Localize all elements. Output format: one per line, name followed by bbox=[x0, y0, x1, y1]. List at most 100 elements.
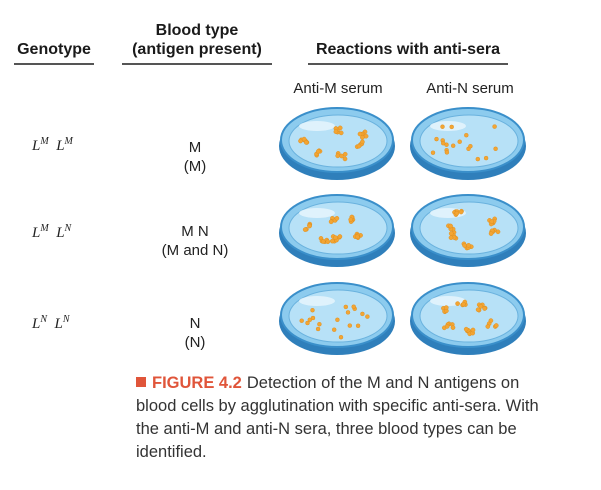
reactions-header-rule bbox=[308, 63, 508, 65]
blood-type-row-2-type: M N bbox=[181, 223, 209, 240]
blood-type-row-1: M (M) bbox=[125, 138, 265, 176]
petri-dish-r2-anti-m-clump-2-cell-4 bbox=[320, 239, 326, 244]
petri-dish-r2-anti-n-clump-0-cell-5 bbox=[488, 231, 494, 236]
petri-dish-r1-anti-m-clump-0-cell-3 bbox=[356, 143, 362, 149]
reactions-header-label: Reactions with anti-sera bbox=[315, 41, 501, 58]
petri-dish-r1-anti-n-cell-6 bbox=[430, 150, 436, 155]
petri-dish-r3-anti-n-clump-3-cell-4 bbox=[443, 305, 449, 310]
genotype-header-label: Genotype bbox=[17, 41, 91, 58]
petri-dish-r3-anti-n-clump-4-cell-1 bbox=[455, 301, 460, 306]
petri-dish-r2-anti-n-clump-4-cell-5 bbox=[454, 210, 460, 216]
petri-dish-r3-anti-n-clump-0-cell-4 bbox=[493, 323, 499, 328]
petri-dish-r3-anti-m-cell-0 bbox=[360, 311, 365, 317]
petri-dish-r3-anti-n-clump-4-cell-4 bbox=[461, 301, 466, 307]
petri-dish-r1-anti-m-clump-1-cell-3 bbox=[335, 153, 341, 159]
petri-dish-r3-anti-m-cell-1 bbox=[305, 320, 310, 326]
petri-dish-r2-anti-m-clump-1-cell-4 bbox=[337, 234, 343, 239]
petri-dish-r1-anti-m-clump-1-cell-4 bbox=[342, 151, 348, 157]
petri-dish-r1-anti-m-clump-4-cell-4 bbox=[333, 129, 339, 134]
petri-dish-r1-anti-n-cell-12 bbox=[464, 132, 469, 138]
petri-dish-r3-anti-m-cell-4 bbox=[317, 322, 322, 327]
petri-dish-r2-anti-n-clump-1-cell-4 bbox=[462, 243, 467, 248]
petri-dish-r3-anti-n-clump-5-cell-4 bbox=[478, 304, 484, 309]
petri-dish-r1-anti-m-highlight bbox=[299, 121, 335, 131]
petri-dish-r3-anti-m-cell-2 bbox=[355, 323, 361, 328]
petri-dish-r3-anti-n-clump-5-cell-5 bbox=[475, 307, 481, 313]
petri-dish-r2-anti-m-clump-4-cell-3 bbox=[328, 219, 334, 225]
petri-dish-r3-anti-n-clump-1-cell-6 bbox=[470, 327, 476, 333]
petri-dish-r1-anti-n-highlight bbox=[430, 121, 466, 131]
petri-dish-r2-anti-n-clump-1-cell-5 bbox=[466, 242, 471, 248]
petri-dish-r3-anti-m-cell-12 bbox=[310, 308, 315, 313]
petri-dish-r1-anti-n-cell-11 bbox=[492, 124, 497, 129]
petri-dish-r2-anti-n-clump-4-cell-6 bbox=[458, 209, 464, 215]
petri-dish-r3-anti-m-cell-6 bbox=[338, 335, 344, 340]
petri-dish-r1-anti-n-cell-14 bbox=[457, 139, 462, 144]
petri-dish-r3-anti-m-cell-15 bbox=[335, 317, 340, 322]
petri-dish-r2-anti-n-clump-2-cell-5 bbox=[448, 231, 454, 236]
petri-dish-r1-anti-n-cell-1 bbox=[440, 124, 445, 129]
petri-dish-r1-anti-m-clump-4-cell-3 bbox=[337, 125, 343, 131]
blood-type-header-line2: (antigen present) bbox=[132, 41, 262, 58]
petri-dish-r2-anti-m-clump-2-cell-5 bbox=[325, 239, 331, 244]
caption-bullet-square bbox=[136, 377, 146, 387]
blood-type-row-1-type: M bbox=[188, 139, 202, 156]
petri-dish-r2-anti-m-highlight bbox=[299, 208, 335, 218]
petri-dish-r3-anti-n-clump-1-cell-3 bbox=[463, 326, 469, 332]
genotype-header-rule bbox=[14, 63, 94, 65]
genotype-row-2: LM LN bbox=[32, 223, 72, 241]
blood-type-row-3-antigen: (N) bbox=[184, 334, 206, 351]
anti-m-serum-label: Anti-M serum bbox=[293, 80, 383, 97]
reactions-header: Reactions with anti-sera bbox=[308, 40, 508, 65]
blood-type-header: Blood type (antigen present) bbox=[122, 21, 272, 65]
petri-dish-r2-anti-m-clump-5-cell-5 bbox=[348, 217, 354, 222]
petri-dish-r1-anti-m-clump-1-cell-2 bbox=[342, 156, 348, 162]
blood-type-row-1-antigen: (M) bbox=[183, 158, 207, 175]
petri-dish-r1-anti-n-cell-8 bbox=[475, 156, 480, 162]
blood-type-row-3: N (N) bbox=[125, 314, 265, 352]
petri-dish-r3-anti-m-cell-13 bbox=[351, 304, 356, 309]
petri-dish-r2-anti-n-clump-2-cell-4 bbox=[448, 235, 454, 240]
petri-dish-r1-anti-m-clump-5-cell-4 bbox=[360, 135, 365, 140]
petri-dish-r3-anti-n-clump-0-cell-3 bbox=[488, 318, 494, 323]
petri-dish-r1-anti-m-clump-3-cell-6 bbox=[303, 140, 309, 145]
caption-text: Detection of the M and N antigens on blo… bbox=[136, 374, 539, 461]
petri-dish-r3-anti-n-clump-2-cell-5 bbox=[444, 324, 450, 329]
petri-dish-r3-anti-m-cell-14 bbox=[343, 304, 348, 310]
petri-dish-r1-anti-m-clump-3-cell-5 bbox=[298, 138, 303, 144]
blood-type-row-3-type: N bbox=[189, 315, 201, 332]
petri-dish-r2-anti-m-clump-3-cell-2 bbox=[307, 223, 312, 229]
petri-dish-r2-anti-n-clump-5-cell-5 bbox=[489, 219, 495, 224]
petri-dish-r1-anti-n-cell-2 bbox=[434, 136, 439, 142]
blood-type-row-2-antigen: (M and N) bbox=[161, 242, 229, 259]
petri-dish-r1-anti-m-clump-0-cell-4 bbox=[360, 139, 365, 145]
petri-dish-r3-anti-m-cell-8 bbox=[347, 323, 352, 328]
petri-dish-r1-anti-m-clump-3-cell-4 bbox=[301, 136, 307, 142]
blood-type-header-rule bbox=[122, 63, 272, 65]
petri-dish-r1-anti-m-clump-4-cell-5 bbox=[338, 130, 344, 136]
petri-dish-r3-anti-n-clump-2-cell-1 bbox=[450, 325, 456, 330]
petri-dish-r1-anti-n-cell-3 bbox=[493, 146, 498, 152]
genotype-row-3: LN LN bbox=[32, 314, 70, 332]
petri-dish-r1-anti-n-cell-15 bbox=[444, 150, 450, 155]
petri-dish-r3-anti-m-cell-7 bbox=[345, 310, 351, 315]
petri-dish-r3-anti-n-clump-0-cell-2 bbox=[485, 324, 491, 329]
petri-dish-r3-anti-m-highlight bbox=[299, 296, 335, 306]
petri-dish-r1-anti-n-cell-13 bbox=[449, 124, 454, 130]
petri-dish-r3-anti-m-cell-16 bbox=[365, 314, 370, 319]
petri-dish-r1-anti-n-cell-10 bbox=[451, 143, 456, 148]
petri-dish-r3-anti-m-cell-5 bbox=[299, 318, 304, 323]
petri-dish-r3-anti-m-cell-10 bbox=[332, 327, 337, 332]
anti-n-serum-label: Anti-N serum bbox=[426, 80, 514, 97]
petri-dish-r1-anti-n-cell-17 bbox=[441, 140, 446, 146]
petri-dish-r2-anti-m-clump-3-cell-4 bbox=[302, 227, 308, 232]
petri-dish-r1-anti-m-clump-5-cell-5 bbox=[357, 131, 363, 137]
genotype-header: Genotype bbox=[14, 40, 94, 65]
petri-dish-r3-anti-m-cell-9 bbox=[315, 326, 321, 332]
petri-dish-r2-anti-m-clump-1-cell-6 bbox=[333, 235, 338, 240]
blood-type-row-2: M N (M and N) bbox=[125, 222, 265, 260]
petri-dish-r1-anti-m-clump-2-cell-4 bbox=[315, 149, 321, 154]
petri-dish-r1-anti-n-cell-5 bbox=[468, 143, 473, 149]
